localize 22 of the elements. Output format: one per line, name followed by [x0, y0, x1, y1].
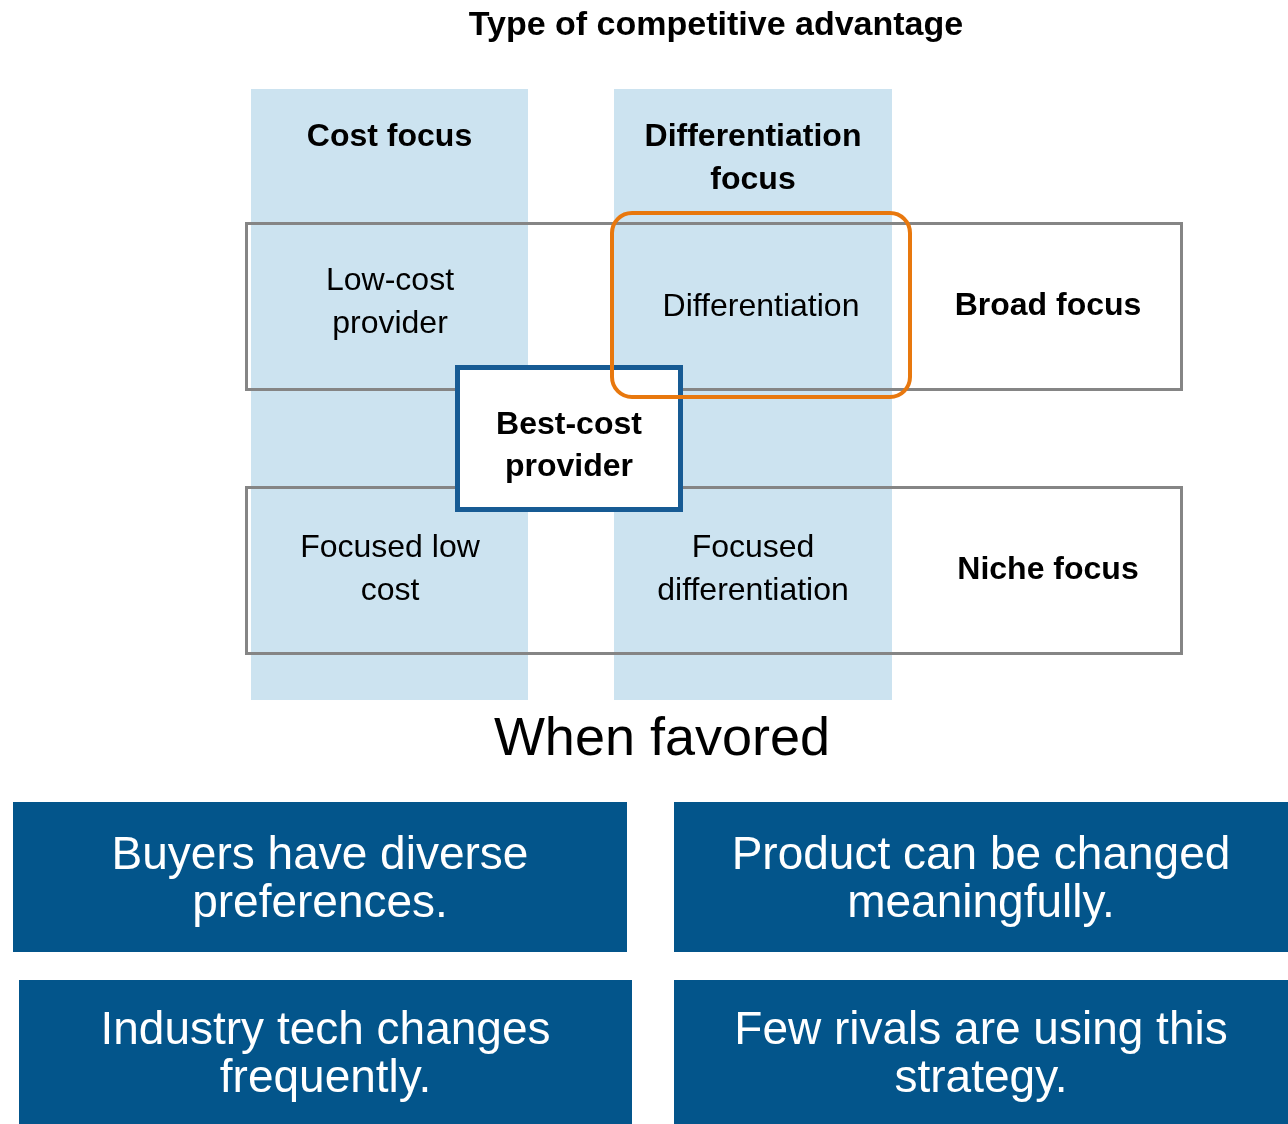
- condition-box: [674, 802, 1288, 952]
- condition-box: [19, 980, 632, 1124]
- cell-label: Focused differentiation: [656, 527, 850, 609]
- strategy-box: [455, 365, 683, 512]
- strategy-label: Best-cost provider: [495, 403, 643, 485]
- highlight-box: [610, 211, 912, 399]
- column-heading: Differentiation focus: [643, 116, 863, 198]
- row-heading: Niche focus: [956, 550, 1140, 587]
- condition-text: Industry tech changes frequently.: [99, 1004, 552, 1100]
- section-heading: When favored: [492, 715, 832, 758]
- cell-label: Focused low cost: [300, 527, 480, 609]
- cell-label: Low-cost provider: [324, 260, 455, 342]
- condition-text: Buyers have diverse preferences.: [110, 829, 530, 925]
- strategy-label: Differentiation: [661, 287, 861, 324]
- condition-text: Few rivals are using this strategy.: [733, 1004, 1229, 1100]
- row-heading: Broad focus: [953, 286, 1143, 323]
- condition-box: [13, 802, 627, 952]
- condition-text: Product can be changed meaningfully.: [730, 829, 1232, 925]
- condition-box: [674, 980, 1288, 1124]
- diagram-title: Type of competitive advantage: [467, 4, 965, 43]
- row-band: [245, 486, 1183, 655]
- column-heading: Cost focus: [305, 116, 474, 155]
